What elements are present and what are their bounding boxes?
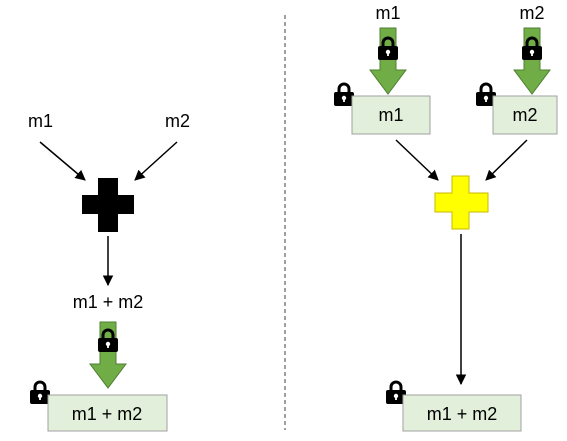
left-result-box-label: m1 + m2 [72,404,143,424]
left-panel: m1 m2 m1 + m2 m1 + m2 [28,111,190,432]
left-arrow-m1-to-plus [39,141,86,181]
left-input-m2-label: m2 [165,111,190,131]
right-input-m1-label: m1 [375,3,400,23]
right-box-m2-label: m2 [512,105,537,125]
right-input-m2-label: m2 [519,3,544,23]
left-sum-label: m1 + m2 [73,292,144,312]
right-box-m1-lock-icon [332,82,356,108]
left-green-arrow-icon [89,321,127,389]
right-encrypted-plus-icon [434,175,489,230]
right-box-m1-label: m1 [378,105,403,125]
left-plus-icon [82,178,134,232]
right-box-m1 [351,95,431,135]
right-arrow-box1-to-plus [395,139,439,181]
right-result-box [402,394,522,432]
left-result-lock-icon [28,380,52,406]
right-arrow-box2-to-plus [485,139,528,181]
right-box-m2 [492,95,558,135]
right-panel: m1 m2 m1 m2 m1 + m2 [332,3,558,432]
left-arrow-m2-to-plus [134,141,178,181]
right-result-box-label: m1 + m2 [427,404,498,424]
left-input-m1-label: m1 [28,111,53,131]
left-result-box [47,394,168,432]
